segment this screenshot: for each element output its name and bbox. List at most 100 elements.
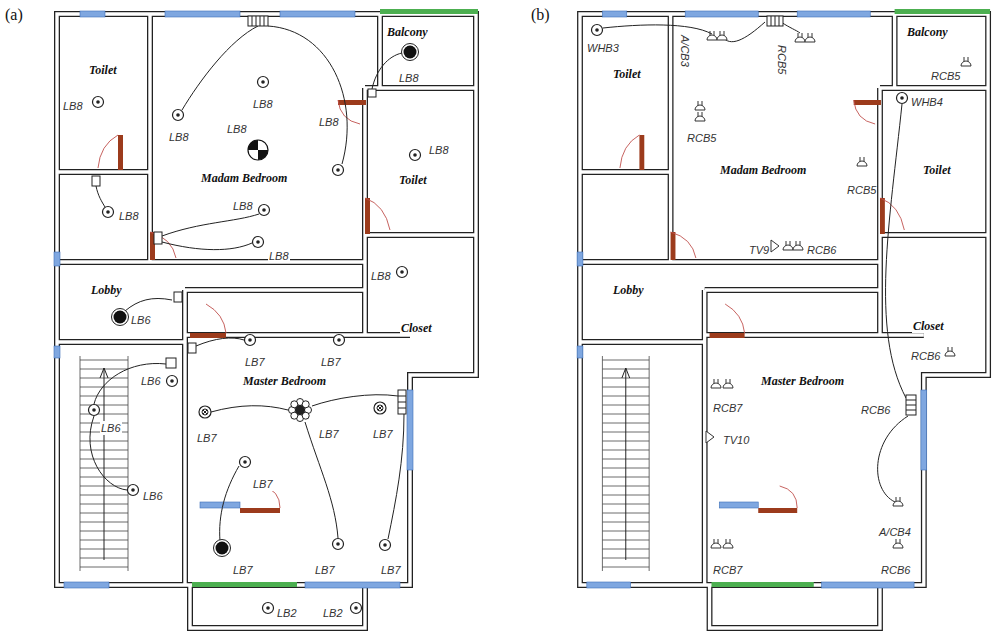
label-anchor: Master Bedroom — [242, 371, 327, 389]
balcony-rail — [192, 9, 478, 587]
label-anchor: LB7 — [196, 428, 218, 446]
wall-plan — [577, 9, 990, 628]
label-anchor: LB7 — [252, 474, 274, 492]
switch-board — [398, 390, 406, 414]
label-anchor: Toilet — [922, 160, 952, 178]
fixture-code: LB7 — [196, 431, 218, 445]
label-anchor: (a) — [4, 6, 24, 24]
fixture-code: LB6 — [130, 313, 152, 327]
fixture-code: A/CB4 — [878, 525, 912, 539]
label-anchor: LB6 — [100, 418, 122, 436]
door-swing — [206, 304, 226, 333]
fixture-code: RCB6 — [860, 403, 891, 417]
lamp-symbol — [253, 237, 264, 248]
door-mark — [118, 135, 123, 170]
socket-symbol — [795, 33, 805, 42]
label-anchor: WHB4 — [910, 92, 944, 110]
wall-line — [57, 14, 476, 628]
lamp-symbol — [245, 335, 256, 346]
balcony-rail — [192, 582, 297, 587]
ceiling-fan — [258, 150, 268, 160]
switch-board — [174, 292, 182, 302]
ceiling-fan — [248, 140, 268, 160]
label-anchor: Closet — [912, 316, 945, 334]
room-name: Lobby — [90, 283, 123, 297]
socket-symbol — [695, 112, 705, 121]
window-mark — [54, 11, 413, 588]
socket-symbol — [695, 31, 971, 548]
lamp-symbol — [89, 25, 908, 614]
label-anchor: (b) — [530, 6, 551, 24]
window-mark — [407, 390, 413, 470]
label-anchor: RCB5 — [930, 66, 961, 84]
label-anchor: LB2 — [322, 603, 344, 621]
socket-symbol — [945, 347, 955, 356]
label-anchor: LB8 — [318, 112, 340, 130]
wiring — [96, 186, 105, 207]
socket-symbol — [893, 539, 903, 548]
chandelier — [289, 399, 312, 422]
socket-symbol — [707, 31, 717, 40]
label-anchor: RCB6 — [880, 560, 911, 578]
label-anchor: Master Bedroom — [760, 371, 845, 389]
room-name: Lobby — [612, 283, 645, 297]
wiring — [722, 22, 765, 42]
label-anchor: Closet — [400, 318, 433, 336]
label-anchor: LB7 — [380, 560, 402, 578]
label-anchor: Madam Bedroom — [719, 160, 807, 178]
room-name: Master Bedroom — [242, 374, 327, 388]
lamp-symbol — [173, 110, 184, 121]
socket-symbol — [723, 539, 733, 548]
room-name: Toilet — [398, 173, 428, 187]
switch-board — [166, 358, 176, 368]
wiring — [182, 26, 258, 110]
room-name: Master Bedroom — [760, 374, 845, 388]
lamp-symbol — [93, 97, 104, 108]
fixture-code: LB7 — [252, 477, 274, 491]
fixture-code: LB8 — [370, 269, 392, 283]
lamp-symbol — [258, 77, 269, 88]
lamp-symbol — [128, 485, 139, 496]
socket-symbol — [893, 497, 903, 506]
lamp-symbol — [259, 205, 270, 216]
window-mark — [54, 252, 60, 266]
panel-letter: (b) — [530, 6, 551, 24]
lamp-symbol — [397, 267, 408, 278]
room-name: Closet — [400, 321, 433, 335]
fixture-code: LB6 — [142, 489, 164, 503]
wall-line — [57, 14, 476, 628]
fixture-code: LB8 — [118, 209, 140, 223]
fixture-code: LB7 — [380, 563, 402, 577]
label-anchor: LB7 — [372, 424, 394, 442]
label-anchor: LB8 — [428, 140, 450, 158]
fixture-code: LB8 — [62, 99, 84, 113]
label-anchor: LB8 — [398, 68, 420, 86]
switch-board — [188, 343, 196, 353]
label-anchor: RCB7 — [712, 560, 743, 578]
switch-board — [398, 396, 406, 408]
label-anchor: LB8 — [62, 96, 84, 114]
label-anchor: RCB6 — [910, 346, 941, 364]
fixture-code: LB7 — [320, 355, 342, 369]
label-anchor: LB8 — [252, 94, 274, 112]
room-name: Madam Bedroom — [200, 171, 288, 185]
socket-symbol — [793, 241, 803, 250]
fixture-code: LB6 — [100, 421, 122, 435]
socket-symbol — [711, 379, 721, 388]
door-mark — [118, 100, 370, 513]
switch-board — [771, 16, 779, 26]
room-name: Closet — [912, 319, 945, 333]
window-mark — [165, 11, 240, 17]
socket-symbol — [783, 241, 793, 250]
label-anchor: TV9 — [748, 240, 770, 258]
label-anchor: RCB7 — [712, 398, 743, 416]
lamp-symbol — [89, 405, 100, 416]
label-anchor: A/CB4 — [878, 522, 912, 540]
label-anchor: Toilet — [88, 60, 118, 78]
fixture-code: WHB3 — [586, 41, 620, 55]
label-anchor: RCB5 — [686, 128, 717, 146]
panel-letter: (a) — [4, 6, 24, 24]
switch-board — [906, 395, 916, 415]
fixture-code: RCB6 — [880, 563, 911, 577]
label-anchor: Madam Bedroom — [200, 168, 288, 186]
